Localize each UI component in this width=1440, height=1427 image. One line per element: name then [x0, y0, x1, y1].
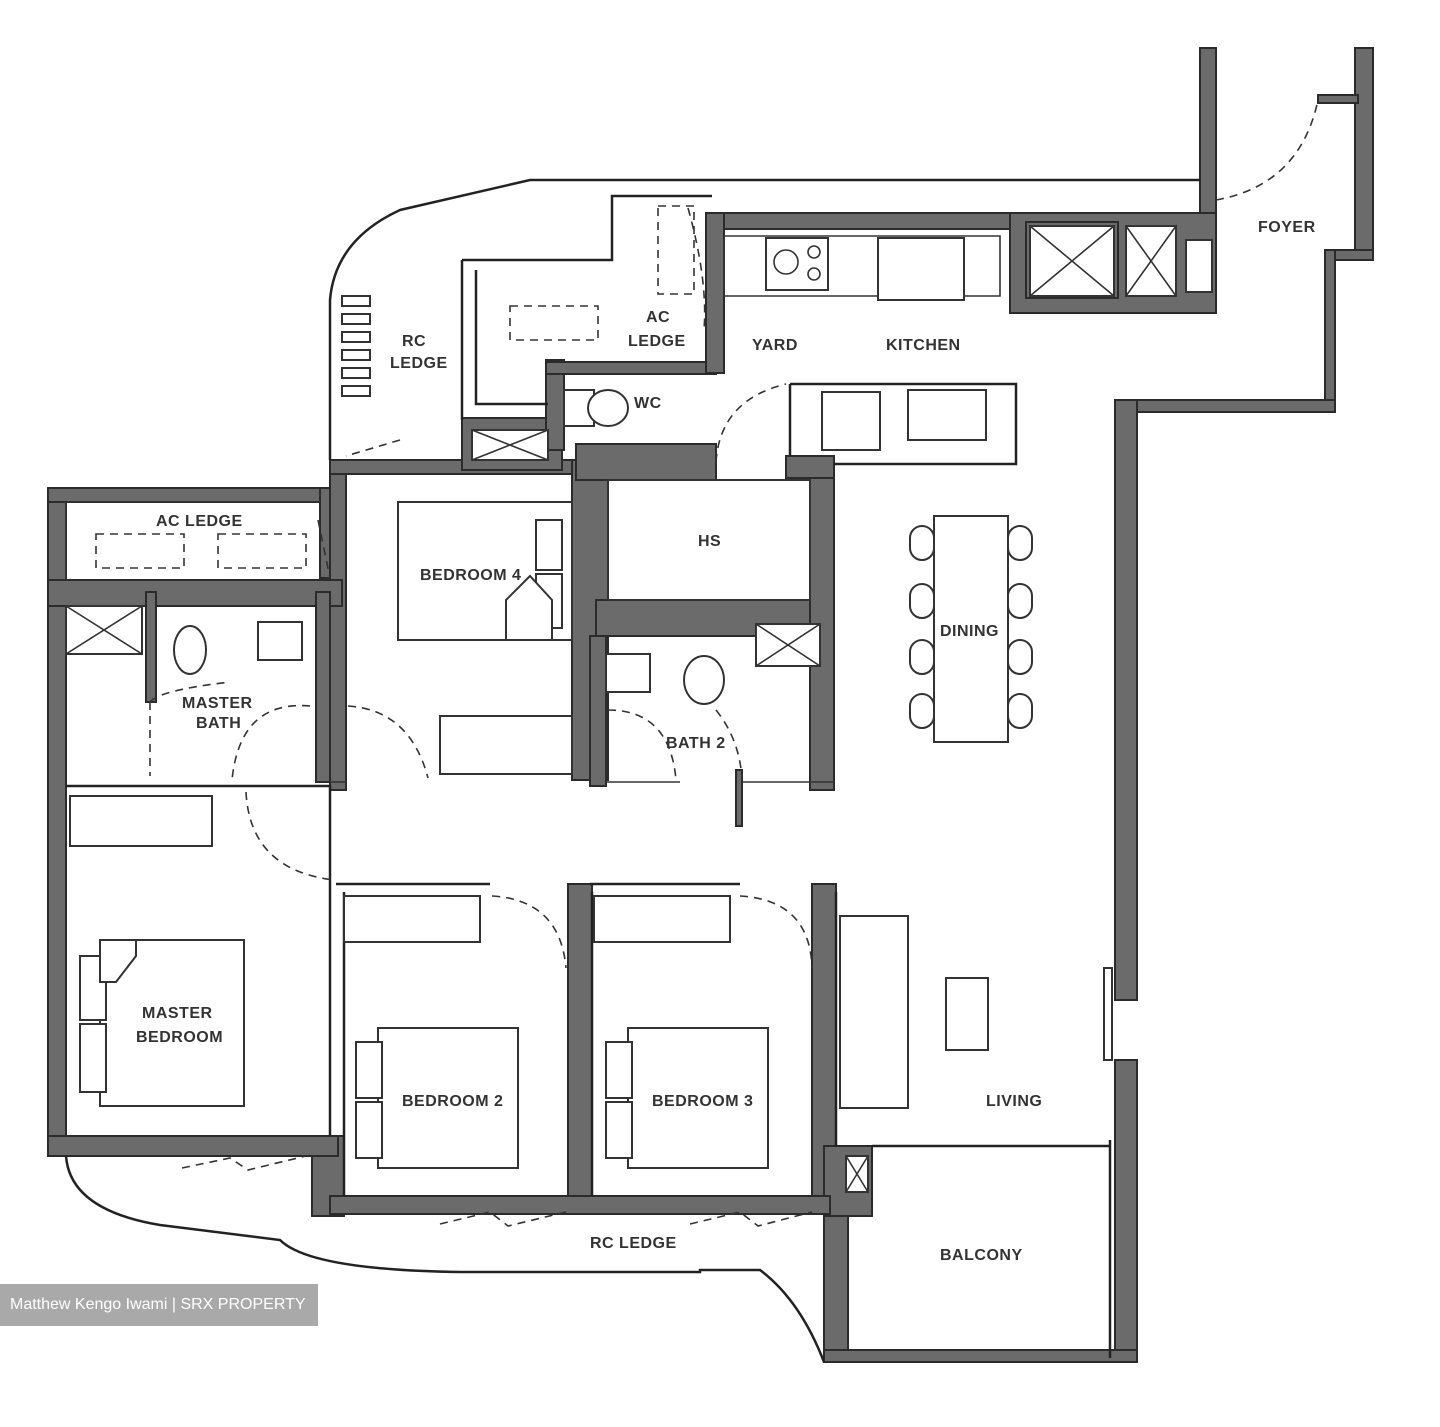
fixtures [65, 205, 1213, 1193]
label-master-bath-2: BATH [196, 715, 241, 732]
room-labels: FOYER RC LEDGE AC LEDGE YARD KITCHEN WC … [136, 219, 1316, 1264]
label-rc-ledge-bottom: RC LEDGE [590, 1235, 677, 1252]
watermark-credit: Matthew Kengo Iwami | SRX PROPERTY [0, 1284, 318, 1326]
label-wc: WC [634, 395, 662, 412]
doors [149, 99, 1319, 1227]
label-yard: YARD [752, 337, 798, 354]
label-master-bedroom-2: BEDROOM [136, 1029, 223, 1046]
label-balcony: BALCONY [940, 1247, 1023, 1264]
label-hs: HS [698, 533, 721, 550]
cross-box-icons [65, 225, 1177, 1193]
label-ac-ledge-left: AC LEDGE [156, 513, 243, 530]
label-ac-ledge-top-2: LEDGE [628, 333, 686, 350]
label-master-bath-1: MASTER [182, 695, 253, 712]
label-living: LIVING [986, 1093, 1042, 1110]
thin-walls [64, 178, 1200, 1363]
label-foyer: FOYER [1258, 219, 1316, 236]
label-bedroom3: BEDROOM 3 [652, 1093, 753, 1110]
label-master-bedroom-1: MASTER [142, 1005, 213, 1022]
label-dining: DINING [940, 623, 999, 640]
label-rc-ledge-top-1: RC [402, 333, 426, 350]
label-bath2: BATH 2 [666, 735, 726, 752]
label-ac-ledge-top-1: AC [646, 309, 670, 326]
label-rc-ledge-top-2: LEDGE [390, 355, 448, 372]
label-bedroom4: BEDROOM 4 [420, 567, 521, 584]
vent-slats [341, 295, 371, 397]
label-bedroom2: BEDROOM 2 [402, 1093, 503, 1110]
dining-chairs [909, 525, 1033, 729]
label-kitchen: KITCHEN [886, 337, 961, 354]
